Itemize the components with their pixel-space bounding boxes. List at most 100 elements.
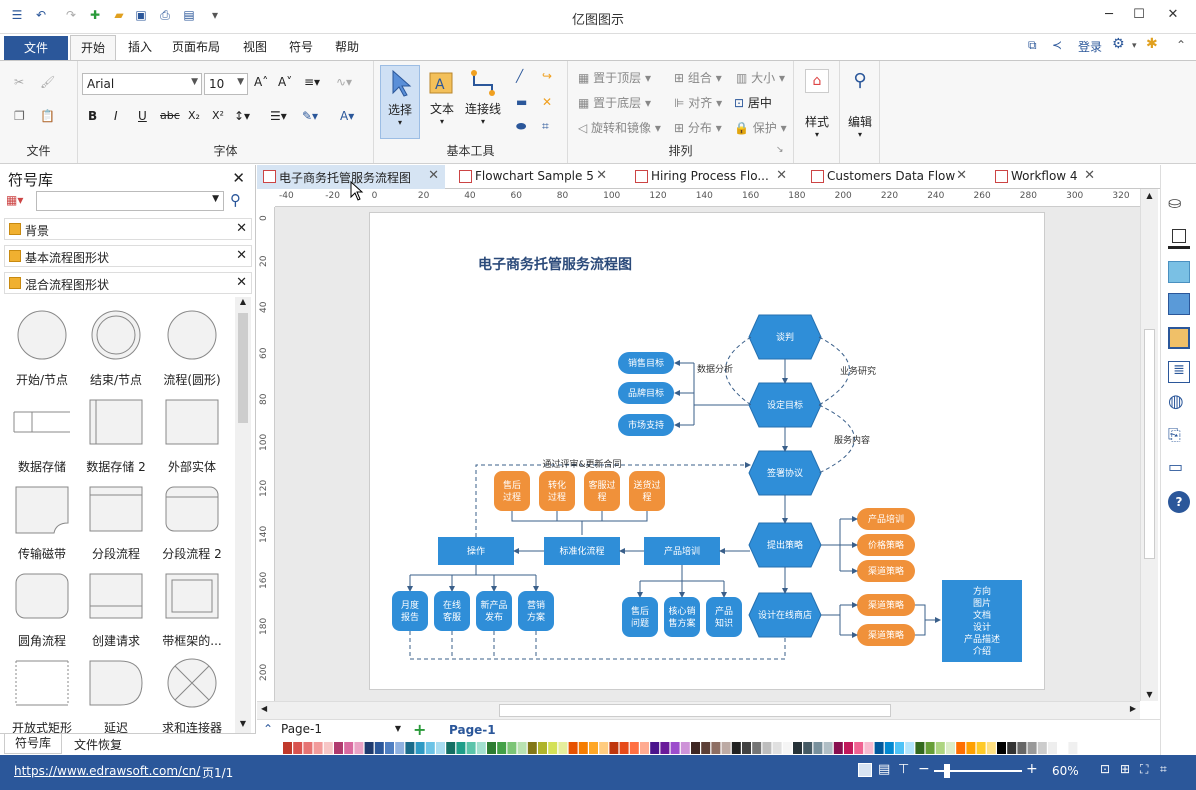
color-swatch[interactable]: [986, 742, 996, 754]
cut-icon[interactable]: ✂: [14, 75, 25, 89]
layer-icon[interactable]: [1168, 327, 1190, 349]
library-section-mixed-flowchart[interactable]: 混合流程图形状✕: [4, 272, 252, 294]
color-swatch[interactable]: [487, 742, 496, 754]
color-swatch[interactable]: [405, 742, 415, 754]
color-swatch[interactable]: [935, 742, 945, 754]
doc-tab-flowchart-5[interactable]: Flowchart Sample 5✕: [453, 165, 613, 189]
doc-tab-hiring-process[interactable]: Hiring Process Flo...✕: [629, 165, 793, 189]
color-swatch[interactable]: [446, 742, 456, 754]
share-icon[interactable]: ≺: [1052, 38, 1063, 52]
blue-node[interactable]: [518, 591, 554, 631]
curve-icon[interactable]: ↪: [542, 69, 553, 83]
align-icon[interactable]: ≡▾: [304, 75, 321, 89]
color-swatch[interactable]: [599, 742, 609, 754]
close-tab-icon[interactable]: ✕: [776, 168, 787, 183]
horizontal-scrollbar[interactable]: ◀ ▶: [257, 701, 1140, 719]
color-swatch[interactable]: [874, 742, 884, 754]
color-swatch[interactable]: [323, 742, 333, 754]
orange-node[interactable]: [629, 471, 665, 511]
pill-node[interactable]: [618, 382, 674, 404]
line-icon[interactable]: ╱: [516, 69, 524, 83]
color-swatch[interactable]: [844, 742, 853, 754]
ellipse-icon[interactable]: ⬬: [516, 119, 527, 133]
color-swatch[interactable]: [660, 742, 670, 754]
color-swatch[interactable]: [436, 742, 445, 754]
page-selector[interactable]: Page-1▼: [281, 722, 401, 736]
color-swatch[interactable]: [782, 742, 792, 754]
minimize-icon[interactable]: ─: [1105, 7, 1113, 22]
color-swatch[interactable]: [966, 742, 976, 754]
color-swatch[interactable]: [833, 742, 843, 754]
page-view-icon[interactable]: ▤: [878, 762, 891, 777]
color-swatch[interactable]: [354, 742, 364, 754]
pill-node[interactable]: [618, 352, 674, 374]
shape-end-node[interactable]: 结束/节点: [80, 305, 152, 391]
shape-external-entity[interactable]: 外部实体: [156, 392, 228, 478]
orange-node[interactable]: [539, 471, 575, 511]
distribute-button[interactable]: ⊞ 分布 ▾: [674, 121, 722, 135]
file-menu[interactable]: 文件: [4, 36, 68, 60]
blue-node[interactable]: [622, 597, 658, 637]
hexagon-node[interactable]: [748, 450, 822, 496]
send-back-button[interactable]: ▦ 置于底层 ▾: [578, 96, 652, 110]
orange-pill-node[interactable]: [857, 624, 915, 646]
group-button[interactable]: ⊞ 组合 ▾: [674, 71, 722, 85]
shrink-font-icon[interactable]: A˅: [278, 75, 293, 89]
point-icon[interactable]: ✕: [542, 95, 553, 109]
maximize-icon[interactable]: ☐: [1133, 7, 1145, 22]
color-swatch[interactable]: [558, 742, 568, 754]
open-icon[interactable]: ▰: [114, 8, 124, 22]
page-list-icon[interactable]: ≣: [1168, 361, 1190, 383]
orange-pill-node[interactable]: [857, 560, 915, 582]
bullets-icon[interactable]: ☰▾: [270, 109, 287, 123]
line-spacing-icon[interactable]: ↕▾: [234, 109, 251, 123]
shadow-icon[interactable]: [1168, 261, 1190, 283]
color-swatch[interactable]: [568, 742, 578, 754]
color-swatch[interactable]: [456, 742, 466, 754]
shape-start-node[interactable]: 开始/节点: [6, 305, 78, 391]
fill-bucket-icon[interactable]: ⛀: [1168, 193, 1182, 212]
page-tab[interactable]: Page-1: [449, 723, 496, 737]
shape-segmented-process-2[interactable]: 分段流程 2: [156, 479, 228, 565]
color-swatch[interactable]: [640, 742, 649, 754]
text-path-icon[interactable]: ∿▾: [336, 75, 353, 89]
blue-node[interactable]: [434, 591, 470, 631]
color-swatch[interactable]: [497, 742, 507, 754]
font-color-icon[interactable]: A▾: [340, 109, 355, 123]
color-swatch[interactable]: [793, 742, 802, 754]
app-menu-icon[interactable]: ☰: [11, 8, 23, 22]
color-swatch[interactable]: [609, 742, 619, 754]
normal-view-icon[interactable]: [858, 763, 872, 777]
color-swatch[interactable]: [997, 742, 1006, 754]
tab-start[interactable]: 开始: [70, 35, 116, 61]
rect-node[interactable]: [644, 537, 720, 565]
color-swatch[interactable]: [629, 742, 639, 754]
zoom-slider-thumb[interactable]: [944, 764, 950, 778]
color-swatch[interactable]: [691, 742, 700, 754]
tab-file-recovery[interactable]: 文件恢复: [74, 738, 123, 752]
shape-rounded-process[interactable]: 圆角流程: [6, 566, 78, 652]
bold-icon[interactable]: B: [88, 109, 98, 123]
color-swatch[interactable]: [1048, 742, 1057, 754]
collapse-ribbon-icon[interactable]: ⌃: [1176, 38, 1187, 52]
color-swatch[interactable]: [466, 742, 476, 754]
close-section-icon[interactable]: ✕: [236, 248, 247, 263]
color-swatch[interactable]: [854, 742, 864, 754]
library-search-input[interactable]: ▼: [36, 191, 224, 211]
close-tab-icon[interactable]: ✕: [428, 168, 439, 183]
tab-page-layout[interactable]: 页面布局: [172, 40, 221, 54]
color-swatch[interactable]: [813, 742, 823, 754]
color-swatch[interactable]: [415, 742, 425, 754]
shape-summing-junction[interactable]: 求和连接器: [156, 653, 228, 733]
redo-icon[interactable]: ↷: [65, 8, 77, 22]
color-swatch[interactable]: [517, 742, 527, 754]
rectangle-icon[interactable]: ▬: [516, 95, 528, 109]
color-swatch[interactable]: [1017, 742, 1027, 754]
center-button[interactable]: ⊡ 居中: [734, 96, 772, 110]
color-swatch[interactable]: [1027, 742, 1037, 754]
color-swatch[interactable]: [425, 742, 435, 754]
color-swatch[interactable]: [701, 742, 711, 754]
format-painter-icon[interactable]: 🖌: [40, 75, 56, 89]
library-section-background[interactable]: 背景✕: [4, 218, 252, 240]
color-swatch[interactable]: [884, 742, 894, 754]
